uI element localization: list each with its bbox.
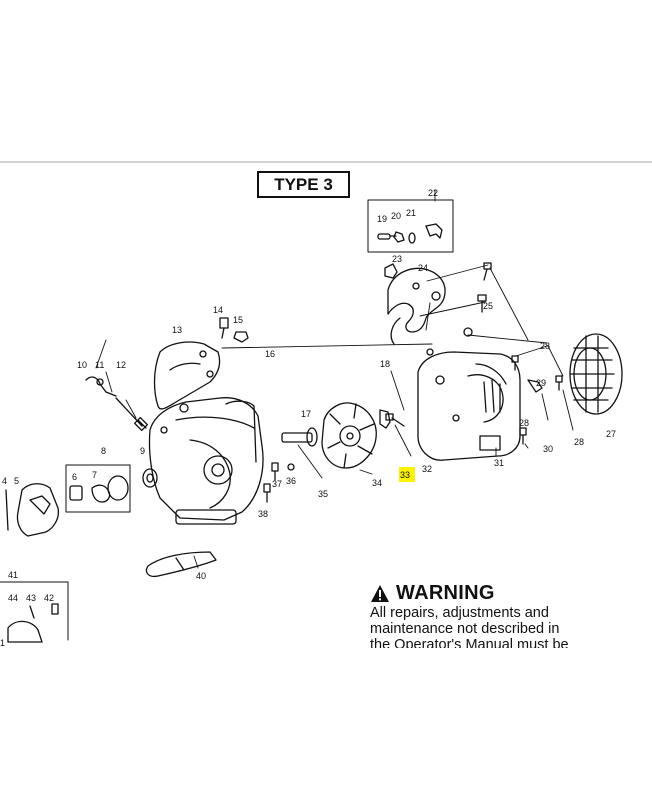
callout-30: 30 <box>543 444 553 454</box>
part-36-washer <box>287 463 295 471</box>
part-24-bracket <box>387 267 446 345</box>
callout-28-right: 28 <box>574 437 584 447</box>
type-label: TYPE 3 <box>274 175 333 194</box>
callout-12: 12 <box>116 360 126 370</box>
leader-lines <box>95 189 574 569</box>
callout-1: 1 <box>0 638 5 648</box>
part-22-latch <box>425 223 443 239</box>
part-23-trigger <box>384 263 398 279</box>
callout-9: 9 <box>140 446 145 456</box>
part-28-screw-b <box>555 375 563 391</box>
kit-box-41 <box>0 581 69 641</box>
callout-36: 36 <box>286 476 296 486</box>
callout-35: 35 <box>318 489 328 499</box>
warning-title: WARNING <box>396 582 495 604</box>
callout-7: 7 <box>92 470 97 480</box>
part-35-shaft <box>281 432 313 443</box>
callout-33: 33 <box>400 470 410 480</box>
callout-17: 17 <box>301 409 311 419</box>
callout-16: 16 <box>265 349 275 359</box>
callout-24: 24 <box>418 263 428 273</box>
callout-28-top: 28 <box>540 341 550 351</box>
part-43-44-parts <box>7 603 59 643</box>
part-28-screw-a <box>511 355 519 371</box>
callout-11: 11 <box>95 360 104 370</box>
callout-labels: 22 19 20 21 23 24 25 28 14 15 13 16 10 1… <box>0 188 616 648</box>
callout-14: 14 <box>213 305 223 315</box>
part-13-handle <box>153 341 221 410</box>
part-30-screw <box>519 427 527 445</box>
part-38-screw <box>263 483 271 503</box>
callout-20: 20 <box>391 211 401 221</box>
callout-10: 10 <box>77 360 87 370</box>
part-17-spacer <box>306 427 318 447</box>
callout-6: 6 <box>72 472 77 482</box>
callout-5: 5 <box>14 476 19 486</box>
callout-8: 8 <box>101 446 106 456</box>
warning-triangle-icon <box>371 585 389 602</box>
callout-22: 22 <box>428 188 438 198</box>
callout-32: 32 <box>422 464 432 474</box>
callout-19: 19 <box>377 214 387 224</box>
part-31-volute-housing <box>417 327 521 461</box>
part-27-starter <box>569 333 623 415</box>
part-14-screw <box>219 317 229 339</box>
part-37-screw <box>271 462 279 481</box>
part-40-tube <box>145 551 217 578</box>
part-21-clip <box>408 232 416 244</box>
callout-25: 25 <box>483 301 493 311</box>
callout-38-low: 38 <box>258 509 268 519</box>
kit-box-8 <box>65 464 131 513</box>
callout-43: 43 <box>26 593 36 603</box>
part-5-engine-edge <box>16 483 60 537</box>
callout-41: 41 <box>8 570 18 580</box>
callout-42: 42 <box>44 593 54 603</box>
part-33-nut <box>379 409 391 429</box>
part-34-impeller <box>321 402 377 469</box>
part-9-washer <box>142 468 158 488</box>
callout-29: 29 <box>536 378 546 388</box>
main-blower-housing <box>148 397 264 525</box>
warning-block: WARNING All repairs, adjustments and mai… <box>370 582 610 648</box>
part-29-bolt <box>527 379 543 393</box>
kit-box-22 <box>367 199 454 253</box>
callout-37: 37 <box>272 479 282 489</box>
callout-40: 40 <box>196 571 206 581</box>
callout-23: 23 <box>392 254 402 264</box>
warning-line-3: the Operator's Manual must be <box>370 637 569 648</box>
callout-18: 18 <box>380 359 390 369</box>
callout-31: 31 <box>494 458 504 468</box>
callout-34: 34 <box>372 478 382 488</box>
part-19-screw <box>377 233 397 240</box>
callout-27: 27 <box>606 429 616 439</box>
part-7-spring <box>91 484 111 503</box>
part-8-flywheel <box>107 475 129 501</box>
part-10-11-wire <box>85 376 117 397</box>
warning-line-1: All repairs, adjustments and <box>370 605 549 621</box>
part-12-spark-plug <box>115 397 149 432</box>
part-33-highlight <box>399 467 415 482</box>
part-4-pin <box>5 489 9 531</box>
callout-13: 13 <box>172 325 182 335</box>
callout-44: 44 <box>8 593 18 603</box>
type-label-box: TYPE 3 <box>257 171 350 198</box>
warning-line-2: maintenance not described in <box>370 621 560 637</box>
part-6-clutch <box>69 485 83 501</box>
part-15-nut <box>233 331 249 343</box>
callout-21: 21 <box>406 208 416 218</box>
callout-4: 4 <box>2 476 7 486</box>
callout-15: 15 <box>233 315 243 325</box>
part-20-fitting <box>393 231 405 243</box>
warning-title-row: WARNING <box>370 582 610 605</box>
callout-28-mid: 28 <box>519 418 529 428</box>
